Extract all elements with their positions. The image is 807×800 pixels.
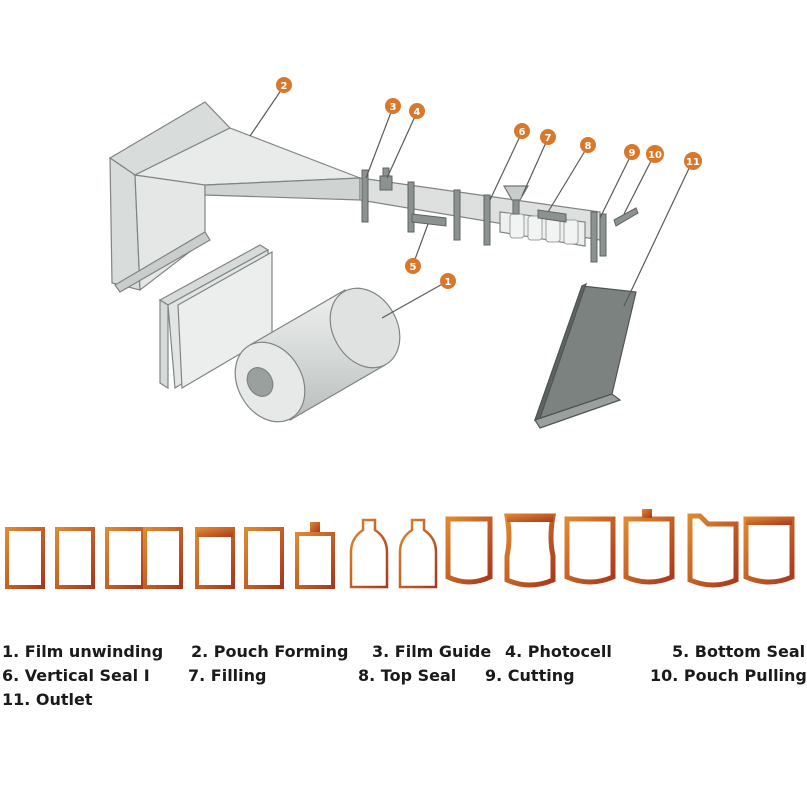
callout-label: 2	[281, 81, 288, 92]
pouch-stand-up-zipper	[743, 516, 795, 585]
callout-badge: 2	[276, 77, 292, 93]
pouch-flat	[143, 527, 183, 589]
callout-label: 10	[648, 150, 662, 161]
legend-item: 5. Bottom Seal	[672, 642, 806, 661]
bottom-seal	[411, 213, 447, 227]
legend-item: 4. Photocell	[505, 642, 612, 661]
machine-diagram: 2 3 4 6 7 8 9 10 11 5 1	[108, 77, 702, 429]
legend-item: 8. Top Seal	[358, 666, 457, 685]
callout-label: 9	[629, 148, 636, 159]
callout-badge: 11	[684, 152, 702, 170]
pouch-flat	[105, 527, 145, 589]
pouch-types-row	[5, 509, 795, 589]
callout-label: 5	[410, 262, 417, 273]
pouch-zipper	[244, 527, 284, 589]
pouch-stand-up	[445, 516, 493, 585]
guide-posts	[361, 169, 607, 263]
legend: 1. Film unwinding 2. Pouch Forming 3. Fi…	[0, 640, 807, 730]
pouch-stand-up	[564, 516, 616, 585]
pouch-stand-up-hang	[504, 513, 556, 588]
callout-badges: 2 3 4 6 7 8 9 10 11 5 1	[276, 77, 702, 289]
callout-label: 1	[445, 277, 452, 288]
callout-badge: 9	[624, 144, 640, 160]
callout-badge: 10	[646, 145, 664, 163]
legend-item: 3. Film Guide	[372, 642, 492, 661]
pouch-corner-spout	[687, 513, 739, 588]
legend-item: 10. Pouch Pulling	[650, 666, 807, 685]
pouch-hang-hole	[195, 527, 235, 589]
legend-item: 9. Cutting	[485, 666, 575, 685]
pouch-stand-up-spout	[623, 509, 675, 585]
callout-badge: 4	[409, 103, 425, 119]
pouch-shaped-bottle	[349, 518, 389, 589]
pouch-flat	[5, 527, 45, 589]
pouch-pulling	[613, 207, 639, 227]
callout-label: 4	[414, 107, 421, 118]
strip-pouches	[509, 213, 579, 245]
callout-badge: 8	[580, 137, 596, 153]
callout-badge: 5	[405, 258, 421, 274]
pouch-shaped-bottle	[398, 518, 438, 589]
film-roll	[234, 287, 401, 423]
legend-item: 2. Pouch Forming	[191, 642, 349, 661]
legend-item: 7. Filling	[188, 666, 267, 685]
callout-badge: 3	[385, 98, 401, 114]
photocell	[379, 167, 393, 191]
outlet-chute	[533, 282, 637, 429]
callout-label: 7	[545, 133, 552, 144]
filling-funnel	[502, 185, 530, 215]
callout-badge: 7	[540, 129, 556, 145]
callout-label: 3	[390, 102, 397, 113]
callout-leaders	[249, 85, 693, 319]
callout-label: 11	[686, 157, 700, 168]
top-seal	[537, 209, 567, 223]
callout-badge: 1	[440, 273, 456, 289]
callout-label: 8	[585, 141, 592, 152]
legend-item: 6. Vertical Seal I	[2, 666, 150, 685]
legend-item: 11. Outlet	[2, 690, 93, 709]
callout-label: 6	[519, 127, 526, 138]
pouch-spout	[295, 522, 335, 589]
pouch-flat	[55, 527, 95, 589]
callout-badge: 6	[514, 123, 530, 139]
legend-item: 1. Film unwinding	[2, 642, 164, 661]
